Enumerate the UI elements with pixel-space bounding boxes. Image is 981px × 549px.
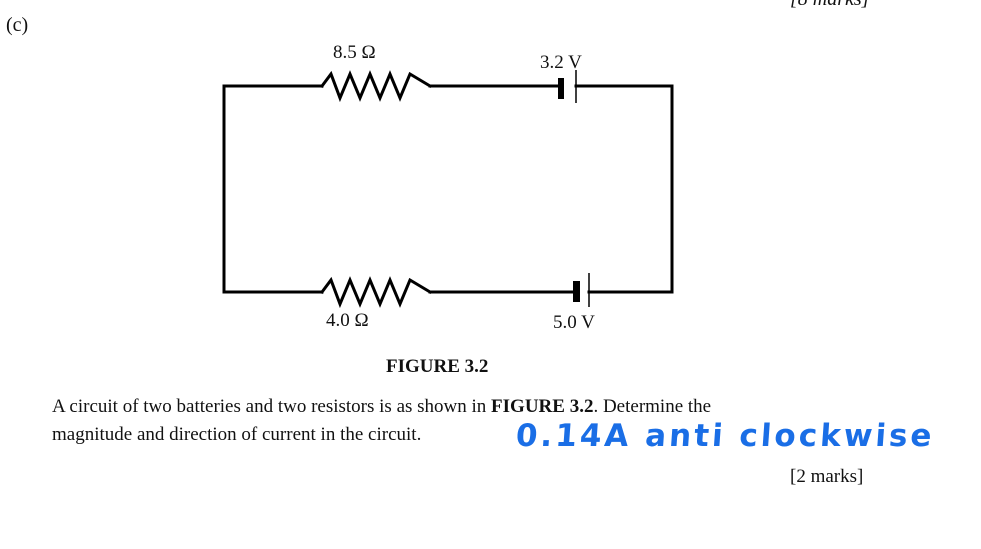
battery-bottom-negative-plate [573, 281, 580, 302]
marks-label: [2 marks] [790, 466, 864, 487]
figure-ref: FIGURE 3.2 [491, 396, 594, 417]
battery-bottom-label: 5.0 V [553, 312, 595, 333]
resistor-top [319, 70, 433, 103]
resistor-bottom-label: 4.0 Ω [326, 310, 369, 331]
question-text: A circuit of two batteries and two resis… [52, 396, 492, 417]
battery-top-negative-plate [558, 78, 564, 99]
marks-previous: [8 marks] [790, 0, 869, 11]
battery-top-label: 3.2 V [540, 52, 582, 73]
resistor-top-label: 8.5 Ω [333, 42, 376, 63]
handwritten-answer: 0.14A anti clockwise [514, 418, 936, 454]
resistor-bottom [319, 276, 433, 309]
question-line-2: magnitude and direction of current in th… [52, 424, 422, 445]
figure-caption: FIGURE 3.2 [386, 356, 489, 377]
wire-left [222, 84, 324, 294]
wire-top-right [574, 84, 674, 294]
question-text: . Determine the [593, 396, 712, 417]
part-label: (c) [6, 14, 29, 36]
question-line-1: A circuit of two batteries and two resis… [52, 396, 711, 418]
